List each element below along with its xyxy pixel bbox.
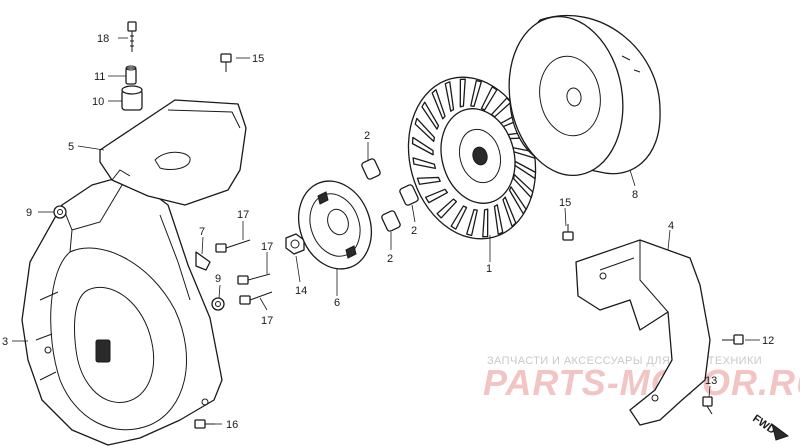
callout-4: 4 xyxy=(668,220,674,232)
callout-2-c: 2 xyxy=(387,253,393,265)
callout-17-a: 17 xyxy=(237,209,249,221)
callout-2-a: 2 xyxy=(364,130,370,142)
callout-6: 6 xyxy=(334,297,340,309)
fan-blade xyxy=(482,208,489,238)
grommet-9-right xyxy=(211,297,225,311)
callout-17-b: 17 xyxy=(261,241,273,253)
bolt-17-b xyxy=(237,273,271,285)
pin-2-b xyxy=(399,184,419,206)
bolt-15-top xyxy=(220,53,232,72)
fan-blade xyxy=(436,198,458,219)
fan-blade xyxy=(466,209,478,237)
callout-15-top: 15 xyxy=(252,53,264,65)
fan-blade xyxy=(431,89,446,120)
bolt-12 xyxy=(722,334,744,345)
fan-blade xyxy=(444,81,455,112)
bolt-17-a xyxy=(215,239,251,253)
callout-9-left: 9 xyxy=(26,207,32,219)
fan-blade xyxy=(459,78,466,108)
bolt-13 xyxy=(702,396,713,415)
fan-blade xyxy=(470,79,482,107)
fan-blade xyxy=(502,196,517,227)
bracket-4 xyxy=(575,239,711,426)
bolt-18 xyxy=(127,21,137,52)
cover-plate xyxy=(99,99,247,206)
flywheel-rim-8 xyxy=(508,14,661,177)
bolt-17-c xyxy=(239,291,273,305)
pin-2-c xyxy=(381,210,401,232)
fan-blade xyxy=(493,204,504,235)
callout-1: 1 xyxy=(486,263,492,275)
grommet-9-left xyxy=(53,205,67,219)
callout-7: 7 xyxy=(199,226,205,238)
fwd-direction-marker: FWD xyxy=(750,413,790,441)
watermark: ЗАПЧАСТИ И АКСЕССУАРЫ ДЛЯ МОТОТЕХНИКИ PA… xyxy=(483,355,800,403)
callout-17-c: 17 xyxy=(261,315,273,327)
callout-8: 8 xyxy=(632,189,638,201)
starter-pulley-6 xyxy=(298,180,372,270)
fan-blade xyxy=(424,188,449,204)
fan-blade xyxy=(421,101,440,130)
clip-7 xyxy=(195,251,211,271)
callout-2-b: 2 xyxy=(411,225,417,237)
callout-16: 16 xyxy=(226,419,238,431)
bolt-15-right xyxy=(562,224,574,241)
fan-blade xyxy=(411,136,434,156)
fan-blade xyxy=(480,86,498,111)
callout-5: 5 xyxy=(68,141,74,153)
flywheel-fan-1 xyxy=(407,76,537,240)
fan-blade xyxy=(414,117,436,143)
callout-3: 3 xyxy=(2,336,8,348)
nut-14 xyxy=(285,233,305,255)
fan-blade xyxy=(508,186,527,215)
pin-2-a xyxy=(361,158,381,180)
callout-10: 10 xyxy=(92,96,104,108)
rubber-mount-10 xyxy=(121,85,143,111)
fwd-arrow-icon xyxy=(771,422,790,441)
fan-blade xyxy=(416,176,441,185)
collar-11 xyxy=(125,65,137,85)
watermark-brand: PARTS-MOTOR.RU xyxy=(483,362,800,403)
fan-housing xyxy=(21,174,223,446)
callout-9-right: 9 xyxy=(215,273,221,285)
callout-14: 14 xyxy=(295,285,307,297)
fan-blade xyxy=(512,173,534,199)
callout-18: 18 xyxy=(97,33,109,45)
callout-labels: 18 15 11 10 5 9 7 17 17 9 17 3 16 2 2 2 … xyxy=(2,33,774,431)
fan-blade xyxy=(450,205,468,230)
callout-13: 13 xyxy=(705,375,717,387)
callout-15-right: 15 xyxy=(559,197,571,209)
callout-12: 12 xyxy=(762,335,774,347)
leader-lines xyxy=(12,37,760,425)
fan-blade xyxy=(412,157,437,170)
callout-11: 11 xyxy=(94,71,105,83)
